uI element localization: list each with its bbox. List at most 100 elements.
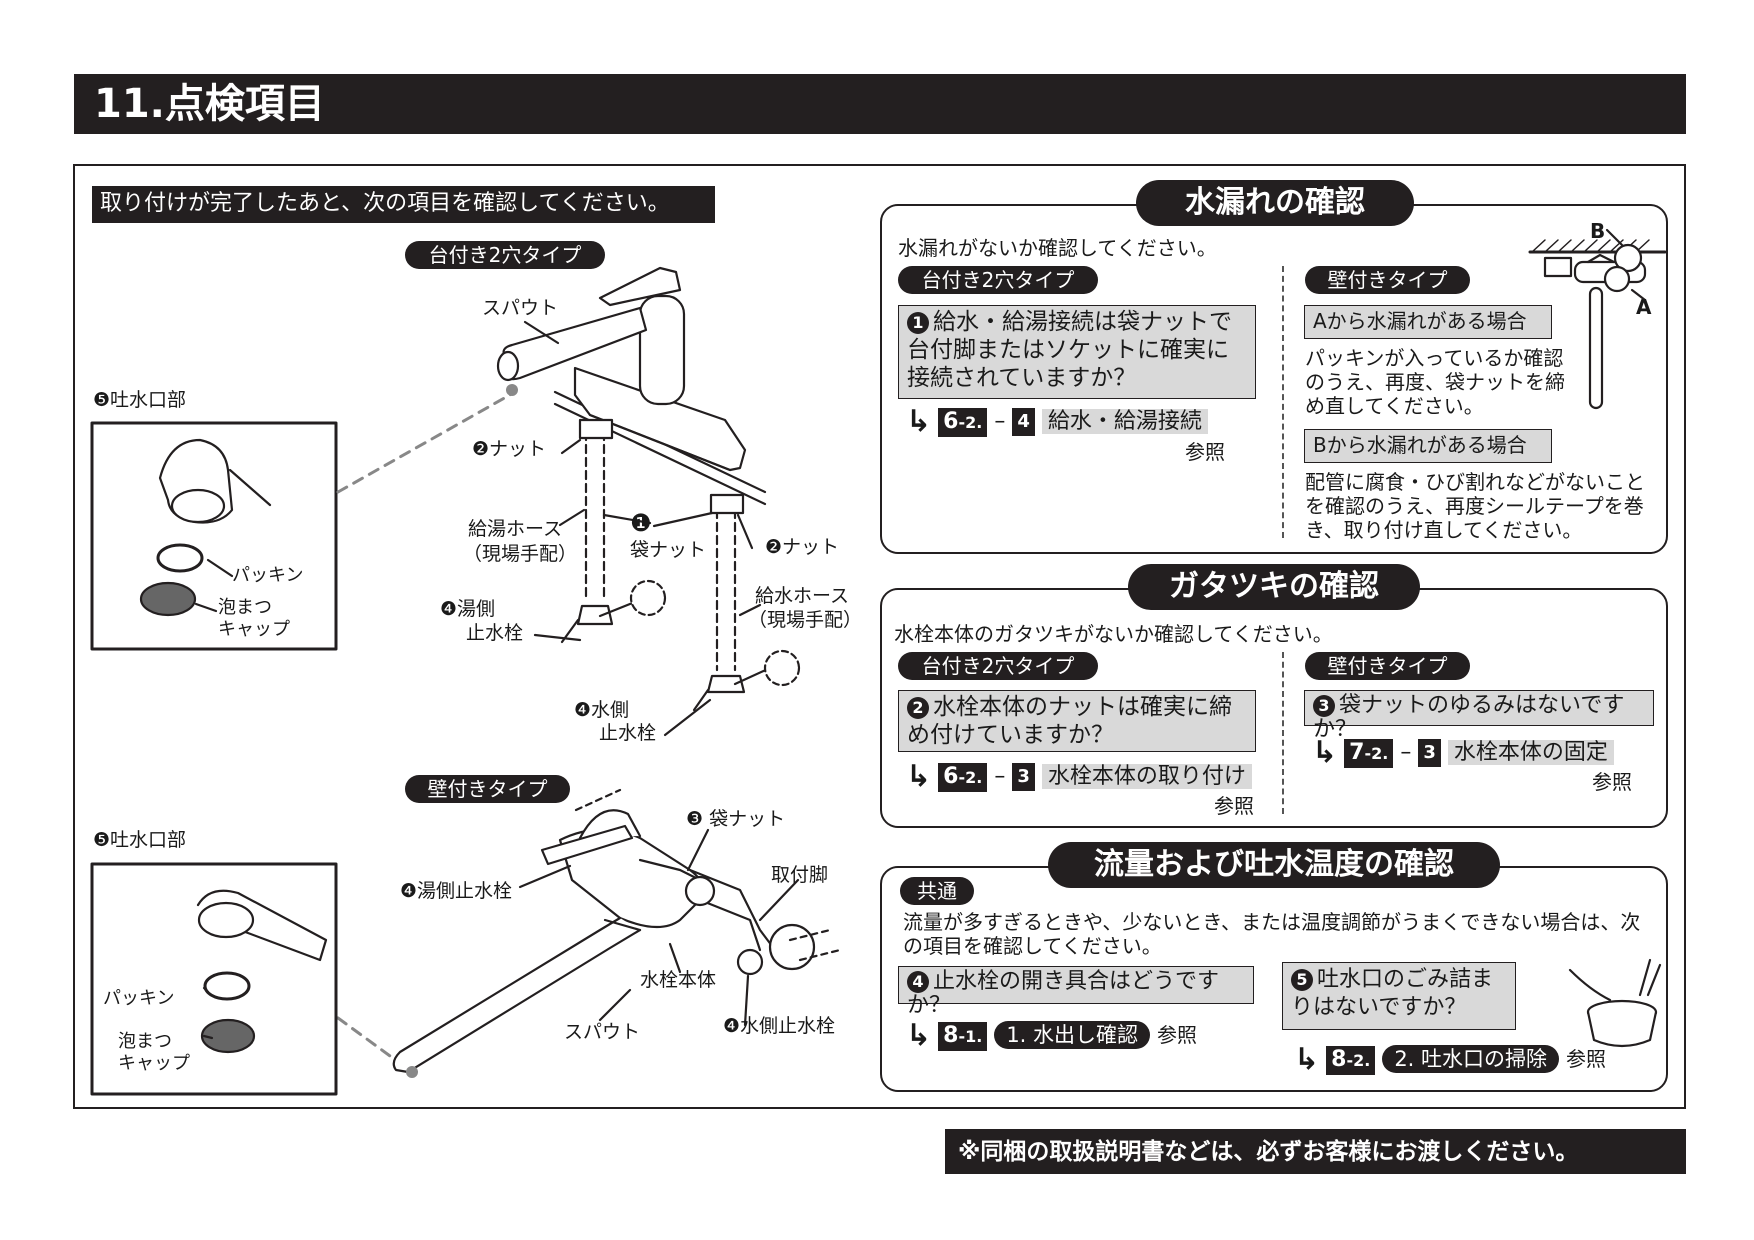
ref-dash: – [994, 764, 1006, 789]
ref-pill: 2. 吐水口の掃除 [1382, 1045, 1560, 1073]
wall-body-label: 水栓本体 [640, 969, 717, 991]
leak-b-head: Bから水漏れがある場合 [1304, 429, 1552, 463]
ref-item: 3 [1012, 763, 1035, 791]
fq2-number: 5 [1291, 969, 1313, 991]
leak-ref-see: 参照 [1185, 440, 1225, 464]
footer-bar [945, 1129, 1686, 1174]
content-frame [73, 164, 1686, 1109]
rq1-number: 2 [907, 696, 929, 719]
leak-wall-pill: 壁付きタイプ [1305, 266, 1470, 294]
ref-item: 3 [1418, 739, 1441, 767]
deck-inset-cap-1: 泡まつ [218, 597, 272, 618]
ref-dash: – [994, 409, 1006, 434]
deck-cold-valve-label-1: ❹水側 [574, 699, 630, 721]
deck-cold-hose-label-2: （現場手配） [748, 609, 863, 631]
ref-arrow-icon: ↳ [1294, 1042, 1320, 1077]
wall-spout-label: スパウト [564, 1021, 641, 1043]
deck-spout-label: スパウト [482, 297, 559, 319]
footer-note: ※同梱の取扱説明書などは、必ずお客様にお渡しください。 [958, 1139, 1579, 1165]
ref-dash: – [1400, 740, 1412, 765]
intro-text: 取り付けが完了したあと、次の項目を確認してください。 [100, 191, 670, 216]
wall-bag-nut-label: ❸ 袋ナット [686, 808, 786, 830]
page-title: 11.点検項目 [94, 81, 325, 127]
deck-bag-nut-label: 袋ナット [630, 539, 707, 561]
ref-section: 6-2. [938, 762, 988, 792]
wall-inset-title: ❺吐水口部 [93, 829, 187, 851]
ref-text: 水栓本体の固定 [1447, 740, 1614, 765]
intro-bar [92, 186, 715, 223]
deck-bag-nut-num: ❶ [630, 509, 652, 537]
flow-title: 流量および吐水温度の確認 [1048, 842, 1500, 888]
label-a: A [1636, 295, 1652, 319]
deck-nut2-label: ❷ナット [765, 536, 840, 558]
wall-type-pill: 壁付きタイプ [405, 775, 570, 803]
rq2-text: 袋ナットのゆるみはないですか？ [1313, 693, 1625, 742]
ref-see: 参照 [1157, 1023, 1198, 1047]
ref-section: 8-1. [938, 1021, 988, 1051]
ref-arrow-icon: ↳ [906, 759, 932, 794]
flow-ref-1: ↳ 8-1. 1. 水出し確認 参照 [906, 1020, 1197, 1051]
fq1-text: 止水栓の開き具合はどうですか？ [907, 969, 1220, 1018]
wall-inset-packing: パッキン [103, 988, 175, 1009]
wall-inset-cap-2: キャップ [118, 1053, 190, 1074]
rq2-number: 3 [1313, 695, 1335, 717]
wall-hot-valve-label: ❹湯側止水栓 [400, 880, 513, 902]
leak-deck-pill: 台付き2穴タイプ [898, 266, 1098, 294]
fq1-number: 4 [907, 971, 929, 993]
wall-inset-cap-1: 泡まつ [118, 1031, 172, 1052]
ref-arrow-icon: ↳ [906, 1018, 932, 1053]
rattle-divider [1282, 652, 1284, 814]
ref-arrow-icon: ↳ [906, 404, 932, 439]
header-bar [74, 74, 1686, 134]
deck-cold-hose-label-1: 給水ホース [755, 585, 850, 607]
ref-text: 給水・給湯接続 [1041, 409, 1208, 434]
deck-cold-valve-label-2: 止水栓 [599, 722, 657, 744]
ref-text: 水栓本体の取り付け [1041, 764, 1252, 789]
deck-inset-packing: パッキン [232, 565, 304, 586]
rattle-ref-1-see: 参照 [1214, 794, 1254, 818]
ref-see: 参照 [1566, 1047, 1607, 1071]
deck-hot-valve-label-2: 止水栓 [466, 622, 524, 644]
ref-section: 6-2. [938, 407, 988, 437]
rq1-text: 水栓本体のナットは確実に締め付けていますか？ [907, 694, 1232, 748]
q1-number: 1 [907, 311, 929, 334]
leak-b-body: 配管に腐食・ひび割れなどがないことを確認のうえ、再度シールテープを巻き、取り付け… [1305, 470, 1645, 542]
deck-nut1-label: ❷ナット [472, 438, 547, 460]
ref-arrow-icon: ↳ [1312, 735, 1338, 770]
leak-ref: ↳ 6-2. – 4 給水・給湯接続 [906, 407, 1208, 437]
deck-inset-cap-2: キャップ [218, 619, 290, 640]
rattle-ref-2: ↳ 7-2. – 3 水栓本体の固定 [1312, 738, 1614, 768]
flow-common-pill: 共通 [900, 877, 974, 905]
deck-inset-title: ❺吐水口部 [93, 389, 187, 411]
ref-pill: 1. 水出し確認 [994, 1021, 1151, 1049]
ref-section: 7-2. [1344, 738, 1394, 768]
fq2-text: 吐水口のごみ詰まりはないですか？ [1291, 967, 1494, 1020]
deck-hot-valve-label-1: ❹湯側 [440, 598, 496, 620]
leak-title: 水漏れの確認 [1136, 180, 1414, 226]
flow-ref-2: ↳ 8-2. 2. 吐水口の掃除 参照 [1294, 1044, 1606, 1075]
ref-section: 8-2. [1326, 1045, 1376, 1075]
rattle-intro: 水栓本体のガタツキがないか確認してください。 [894, 622, 1333, 646]
q1-text: 給水・給湯接続は袋ナットで台付脚またはソケットに確実に接続されていますか？ [907, 309, 1232, 391]
wall-mount-leg-label: 取付脚 [771, 864, 829, 886]
rattle-ref-2-see: 参照 [1592, 770, 1632, 794]
rattle-deck-pill: 台付き2穴タイプ [898, 652, 1098, 680]
wall-cold-valve-label: ❹水側止水栓 [723, 1015, 836, 1037]
deck-type-pill: 台付き2穴タイプ [405, 241, 605, 269]
label-b: B [1590, 219, 1606, 243]
flow-intro: 流量が多すぎるときや、少ないとき、または温度調節がうまくできない場合は、次の項目… [903, 910, 1641, 958]
rattle-wall-pill: 壁付きタイプ [1305, 652, 1470, 680]
leak-divider [1282, 266, 1284, 538]
leak-a-body: パッキンが入っているか確認のうえ、再度、袋ナットを締め直してください。 [1305, 346, 1565, 418]
rattle-title: ガタツキの確認 [1128, 564, 1420, 610]
deck-hot-hose-label-1: 給湯ホース [468, 518, 563, 540]
leak-a-head: Aから水漏れがある場合 [1304, 305, 1552, 339]
ref-item: 4 [1012, 408, 1035, 436]
rattle-ref-1: ↳ 6-2. – 3 水栓本体の取り付け [906, 762, 1252, 792]
